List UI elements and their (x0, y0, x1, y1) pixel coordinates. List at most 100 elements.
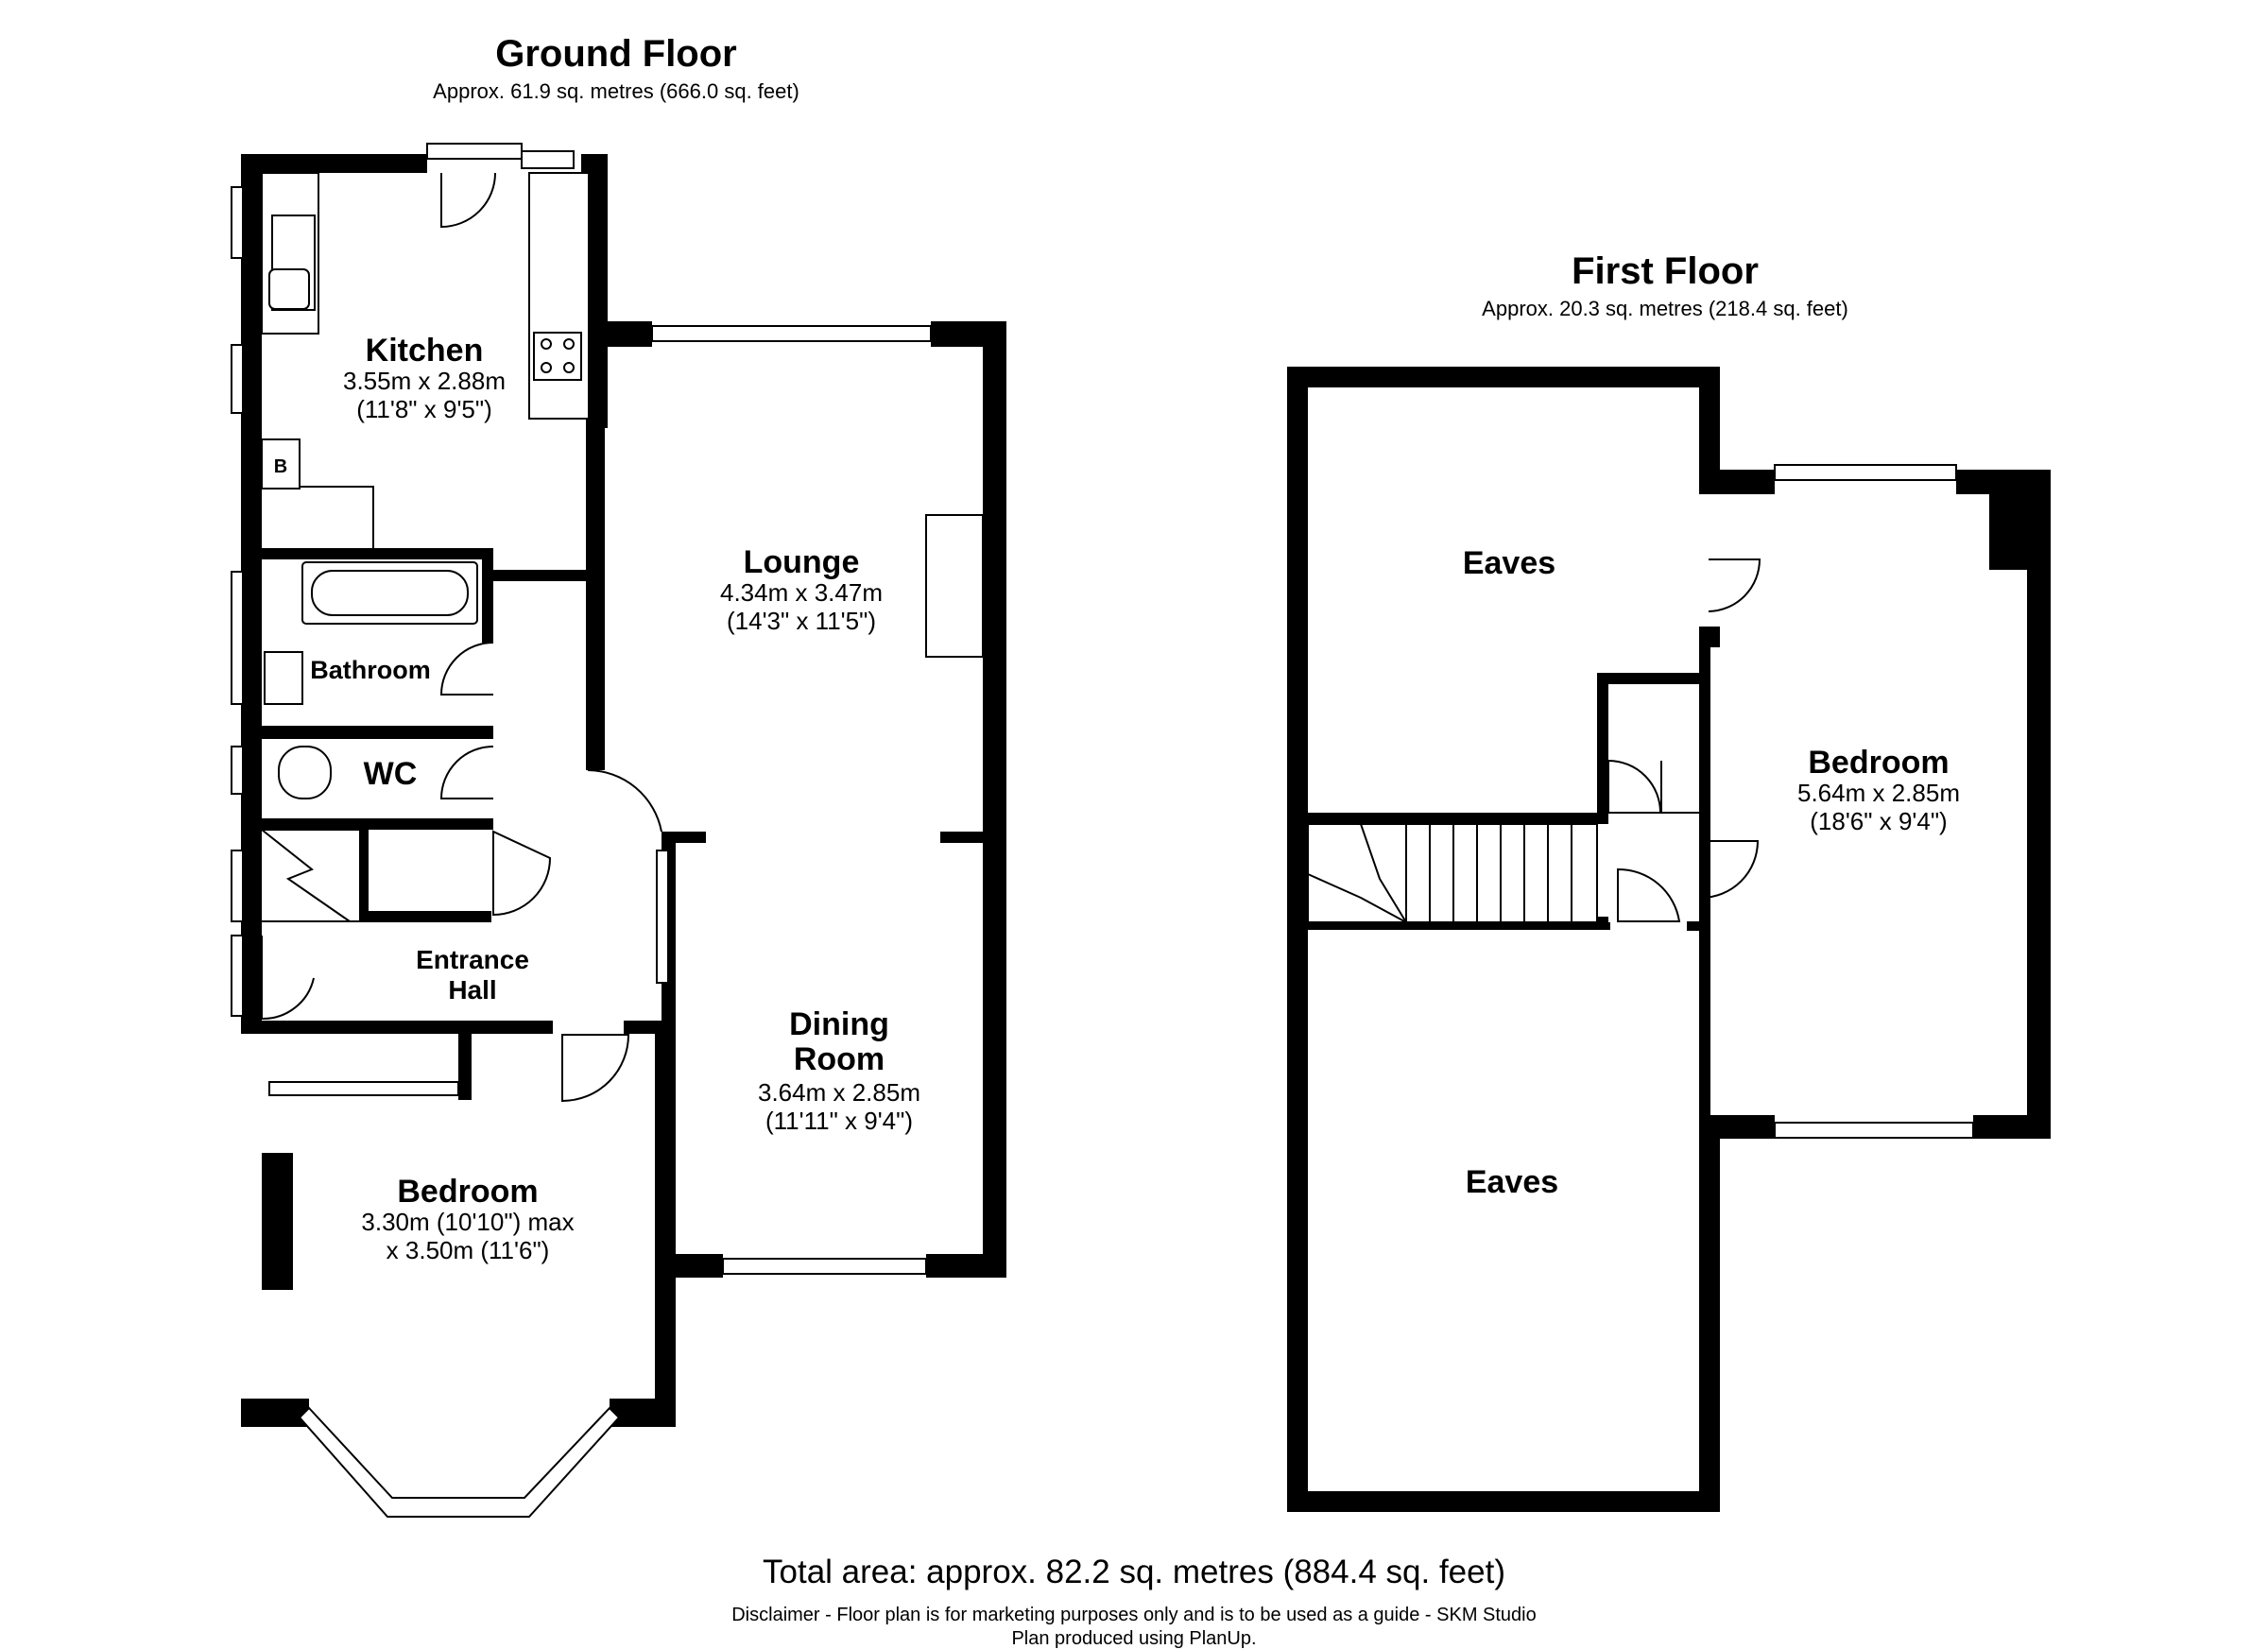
bedroom-first-label: Bedroom (1808, 745, 1949, 781)
wall (1699, 1115, 1775, 1139)
lounge-dimensions: 4.34m x 3.47m (720, 578, 883, 607)
wall (1699, 367, 1720, 494)
ground-floor-title: Ground Floor (495, 33, 737, 75)
wall (262, 548, 493, 559)
dining-room-dimensions-imperial: (11'11" x 9'4") (765, 1107, 913, 1135)
first-floor-area: Approx. 20.3 sq. metres (218.4 sq. feet) (1482, 297, 1848, 320)
door-bedroom (1700, 840, 1760, 899)
wall (1597, 917, 1608, 930)
wall (241, 154, 262, 1033)
wall (1287, 367, 1720, 387)
bathroom-label: Bathroom (310, 656, 431, 684)
wardrobe-icon (268, 1081, 459, 1096)
ground-floor-walls (241, 154, 1006, 1427)
window (231, 935, 244, 1017)
first-floor-title: First Floor (1572, 250, 1759, 292)
door-back (440, 172, 496, 229)
wall (1597, 673, 1608, 815)
boiler-label: B (274, 456, 287, 477)
door-wc (439, 746, 494, 799)
lounge-label: Lounge (744, 544, 860, 580)
wall (610, 1399, 676, 1427)
wall (926, 1254, 1006, 1278)
bedroom-ground-label: Bedroom (397, 1174, 538, 1210)
wall (1308, 813, 1608, 824)
hob-ring (563, 362, 575, 373)
dining-room-label-line2: Room (794, 1041, 885, 1077)
stair-arrow (261, 829, 351, 922)
door-cupboard (492, 830, 552, 917)
kitchen-label: Kitchen (366, 333, 484, 369)
hob-icon (533, 332, 582, 381)
wall (241, 1021, 553, 1034)
window-dining (722, 1258, 927, 1275)
disclaimer: Disclaimer - Floor plan is for marketing… (731, 1605, 1537, 1625)
window (231, 344, 244, 414)
window (231, 746, 244, 795)
wall (262, 1153, 293, 1290)
door-front (261, 936, 315, 1021)
door-lounge (587, 769, 662, 833)
stair-winder (1360, 823, 1407, 923)
first-stairs (1307, 823, 1598, 923)
kitchen-counter (528, 172, 590, 420)
window (1774, 1122, 1974, 1139)
wall (624, 1021, 676, 1034)
dining-room-label: Dining (789, 1006, 889, 1042)
entrance-hall-label-line2: Hall (448, 975, 496, 1005)
kitchen-fixtures: B (261, 172, 590, 490)
ground-room-labels: Kitchen 3.55m x 2.88m (11'8" x 9'5") Lou… (310, 333, 920, 1264)
wall (1973, 1115, 2051, 1139)
first-floor-walls (1287, 367, 2051, 1512)
wall (482, 548, 493, 643)
ground-stairs (261, 829, 359, 922)
window (231, 186, 244, 259)
bedroom-ground-dimensions-line2: x 3.50m (11'6") (387, 1236, 550, 1264)
window (656, 850, 669, 984)
wall (458, 1034, 472, 1100)
hob-ring (541, 338, 552, 350)
ground-floor-area: Approx. 61.9 sq. metres (666.0 sq. feet) (433, 79, 799, 103)
wall (1699, 627, 1710, 1146)
toilet-icon (278, 746, 332, 799)
wall (1287, 1491, 1720, 1512)
footer: Total area: approx. 82.2 sq. metres (884… (731, 1554, 1537, 1649)
bathtub-icon (301, 561, 478, 625)
ground-doors (261, 172, 662, 1103)
wall (605, 321, 652, 347)
window (231, 850, 244, 922)
window-lounge (651, 325, 932, 342)
bedroom-first-dimensions: 5.64m x 2.85m (1797, 779, 1960, 807)
dining-room-dimensions: 3.64m x 2.85m (758, 1078, 920, 1107)
wall (1699, 470, 1775, 494)
door-eaves (1708, 558, 1761, 612)
first-windows (1774, 464, 1974, 1139)
bedroom-ground-dimensions: 3.30m (10'10") max (361, 1208, 574, 1236)
door-cupboard-frame (1660, 761, 1699, 814)
wall (940, 832, 983, 843)
ground-floor-plan: Ground Floor Approx. 61.9 sq. metres (66… (231, 33, 1006, 1518)
door-bedroom (561, 1034, 630, 1103)
total-area: Total area: approx. 82.2 sq. metres (884… (763, 1554, 1505, 1590)
hob-ring (541, 362, 552, 373)
door-bathroom (439, 642, 494, 696)
bathtub-inner (311, 570, 469, 616)
wall (662, 832, 706, 843)
window (1774, 464, 1957, 481)
wall (655, 1030, 676, 1427)
eaves-top-label: Eaves (1463, 545, 1555, 581)
wall (1308, 922, 1610, 930)
eaves-bottom-label: Eaves (1466, 1164, 1558, 1200)
bathroom-fixtures (264, 561, 478, 799)
wall (359, 818, 369, 922)
door-cupboard (1607, 760, 1662, 814)
window (231, 571, 244, 705)
window (521, 150, 575, 169)
wall (983, 321, 1006, 1278)
kitchen-recess (262, 486, 374, 548)
ground-windows (231, 143, 932, 1518)
first-floor-plan: First Floor Approx. 20.3 sq. metres (218… (1287, 250, 2051, 1512)
wall (359, 911, 491, 922)
entrance-hall-label: Entrance (416, 945, 529, 974)
